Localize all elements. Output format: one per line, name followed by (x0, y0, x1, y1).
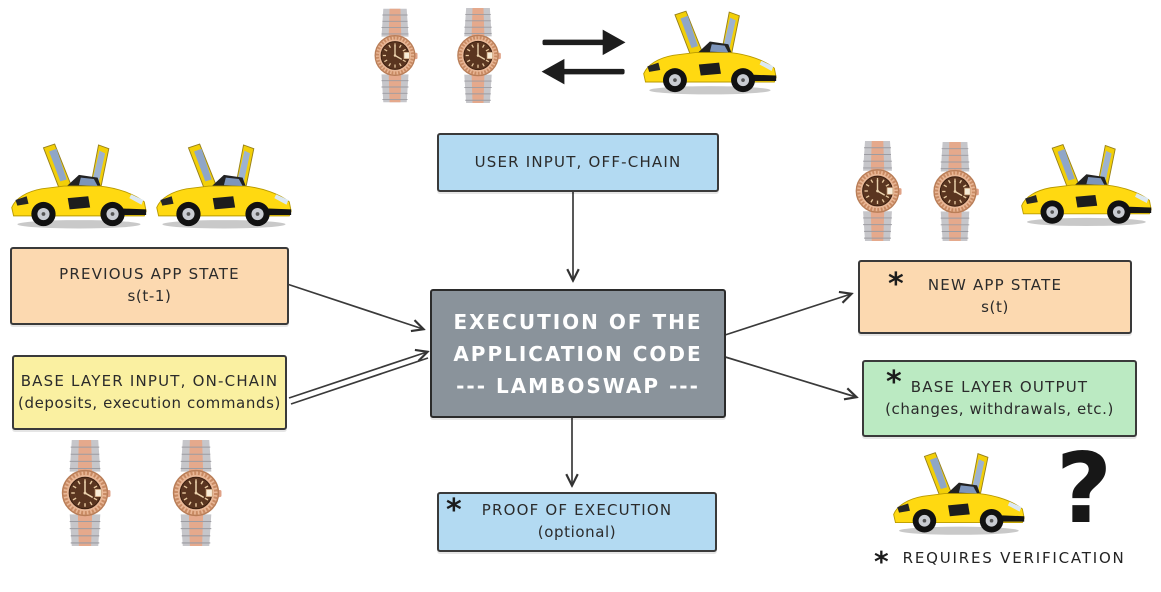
user-input-label: USER INPUT, OFF-CHAIN (474, 152, 682, 171)
rolex-watch-icon (368, 8, 422, 103)
proof-of-execution-box: * PROOF OF EXECUTION (optional) (437, 492, 717, 552)
rolex-watch-icon (926, 142, 984, 241)
base-layer-input-label: BASE LAYER INPUT, ON-CHAIN (20, 371, 279, 390)
proof-label: PROOF OF EXECUTION (481, 501, 673, 520)
execution-line1: EXECUTION OF THE (453, 309, 703, 334)
lamborghini-icon (1018, 141, 1153, 230)
rolex-watch-icon (164, 440, 228, 546)
lamborghini-icon (153, 142, 293, 231)
previous-app-state-label: PREVIOUS APP STATE (59, 265, 240, 284)
new-app-state-box: * NEW APP STATE s(t) (858, 260, 1132, 334)
base-layer-output-box: * BASE LAYER OUTPUT (changes, withdrawal… (862, 360, 1137, 437)
new-app-state-sub: s(t) (981, 298, 1009, 316)
arrow-prevstate-to-exec (286, 283, 423, 329)
arrow-exec-to-newstate (721, 294, 851, 337)
base-layer-output-label: BASE LAYER OUTPUT (910, 377, 1089, 396)
rolex-watch-icon (54, 440, 116, 546)
execution-line2: APPLICATION CODE (453, 341, 703, 366)
question-mark: ? (1055, 432, 1113, 545)
legend-text: REQUIRES VERIFICATION (902, 549, 1126, 567)
rolex-watch-icon (450, 8, 506, 103)
previous-app-state-sub: s(t-1) (127, 287, 172, 305)
base-layer-input-sub: (deposits, execution commands) (18, 393, 281, 412)
arrow-baseinput-to-exec-line1 (288, 352, 427, 399)
previous-app-state-box: PREVIOUS APP STATE s(t-1) (10, 247, 289, 325)
base-layer-output-sub: (changes, withdrawals, etc.) (885, 399, 1114, 418)
execution-box: EXECUTION OF THE APPLICATION CODE --- LA… (430, 289, 726, 418)
asterisk-marker: * (886, 365, 903, 400)
asterisk-marker: * (888, 267, 905, 302)
execution-line3: --- LAMBOSWAP --- (456, 373, 700, 398)
lamborghini-icon (8, 142, 148, 231)
new-app-state-label: NEW APP STATE (927, 276, 1063, 295)
proof-sub: (optional) (537, 523, 617, 541)
arrow-baseinput-to-exec-line2 (290, 357, 429, 405)
base-layer-input-box: BASE LAYER INPUT, ON-CHAIN (deposits, ex… (12, 355, 287, 430)
requires-verification-legend: * REQUIRES VERIFICATION (874, 544, 1126, 576)
lamborghini-icon (640, 8, 778, 98)
swap-arrows-icon (540, 26, 628, 88)
asterisk-marker: * (874, 545, 889, 578)
rolex-watch-icon (847, 141, 908, 241)
asterisk-marker: * (446, 493, 463, 528)
lamborghini-icon (890, 449, 1026, 539)
arrow-exec-to-output (721, 355, 856, 397)
user-input-box: USER INPUT, OFF-CHAIN (437, 133, 719, 192)
